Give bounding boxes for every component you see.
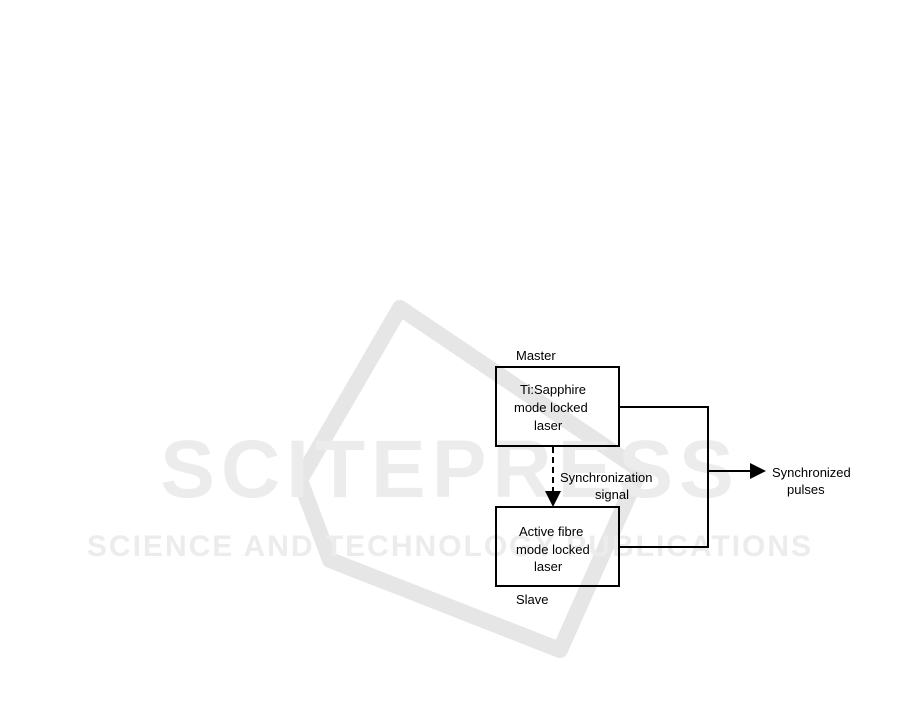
sync-signal-label-line2: signal <box>595 487 629 503</box>
slave-box-line1: Active fibre <box>519 524 583 540</box>
master-label: Master <box>516 348 556 364</box>
master-box-line1: Ti:Sapphire <box>520 382 586 398</box>
master-box-line2: mode locked <box>514 400 588 416</box>
output-label-line1: Synchronized <box>772 465 851 481</box>
slave-box-line3: laser <box>534 559 562 575</box>
slave-laser-box: Active fibre mode locked laser <box>495 506 620 587</box>
master-laser-box: Ti:Sapphire mode locked laser <box>495 366 620 447</box>
sync-signal-label-line1: Synchronization <box>560 470 653 486</box>
slave-label: Slave <box>516 592 549 608</box>
master-box-line3: laser <box>534 418 562 434</box>
output-label-line2: pulses <box>787 482 825 498</box>
slave-box-line2: mode locked <box>516 542 590 558</box>
